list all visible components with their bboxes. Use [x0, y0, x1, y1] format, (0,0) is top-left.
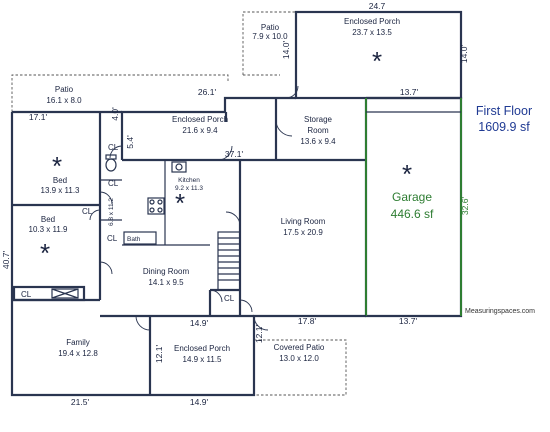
- garage-walls: [364, 96, 463, 318]
- room-size: 23.7 x 13.5: [352, 28, 392, 37]
- fireplace: [12, 285, 86, 302]
- closet-label: CL: [21, 290, 32, 299]
- outdoor-outlines: [11, 11, 347, 396]
- star-icon: *: [402, 159, 412, 189]
- room-name: Garage: [392, 190, 432, 204]
- room-name: Room: [307, 126, 329, 135]
- dimension-label: 40.7': [1, 251, 11, 270]
- photo-markers: * * * * *: [40, 46, 412, 268]
- room-name: Bed: [53, 176, 67, 185]
- room-labels: Enclosed Porch 23.7 x 13.5 Patio 7.9 x 1…: [29, 17, 435, 364]
- kitchen-fixtures: [147, 161, 187, 215]
- room-name: Bath: [127, 236, 141, 243]
- room-name: Bed: [41, 215, 55, 224]
- floor-title: First Floor: [476, 104, 532, 118]
- dimension-label: 26.1': [198, 87, 217, 97]
- star-icon: *: [40, 238, 50, 268]
- room-size: 14.9 x 11.5: [183, 355, 223, 364]
- room-size: 10.3 x 11.9: [29, 225, 69, 234]
- room-size: 21.6 x 9.4: [182, 126, 218, 135]
- closet-labels: CL CL CL CL CL CL: [21, 143, 235, 303]
- room-size: 16.1 x 8.0: [46, 96, 82, 105]
- closet-label: CL: [224, 294, 235, 303]
- dimension-labels: 24.7 14.0' 14.0' 13.7' 26.1' 17.1' 4.0' …: [1, 1, 470, 407]
- room-name: Living Room: [281, 217, 326, 226]
- room-name: Covered Patio: [274, 343, 325, 352]
- room-name: Kitchen: [178, 177, 200, 184]
- star-icon: *: [372, 46, 382, 76]
- room-size: 13.6 x 9.4: [300, 137, 336, 146]
- upper-walls: [12, 96, 366, 162]
- closet-label: CL: [107, 234, 118, 243]
- dimension-label: 14.9': [190, 318, 209, 328]
- room-size: 14.1 x 9.5: [148, 278, 184, 287]
- dimension-label: 14.0': [281, 41, 291, 60]
- room-size: 9.2 x 11.3: [175, 185, 203, 192]
- room-size: 6.8 x 11.2: [108, 198, 115, 226]
- closet-label: CL: [108, 179, 119, 188]
- room-name: Enclosed Porch: [344, 17, 400, 26]
- room-name: Patio: [261, 23, 280, 32]
- room-size: 446.6 sf: [391, 207, 434, 221]
- star-icon: *: [52, 151, 62, 181]
- room-size: 17.5 x 20.9: [283, 228, 323, 237]
- dimension-label: 12.1': [254, 325, 264, 344]
- dimension-label: 37.1': [225, 149, 244, 159]
- dimension-label: 5.4': [125, 135, 135, 149]
- room-size: 19.4 x 12.8: [58, 349, 98, 358]
- dimension-label: 13.7': [399, 316, 418, 326]
- dimension-label: 12.1': [154, 345, 164, 364]
- brand-watermark: Measuringspaces.com: [465, 308, 535, 315]
- dimension-label: 17.1': [29, 112, 48, 122]
- room-name: Patio: [55, 85, 74, 94]
- room-name: Storage: [304, 115, 333, 124]
- dimension-label: 32.6': [460, 197, 470, 216]
- floor-area: 1609.9 sf: [478, 120, 530, 134]
- dimension-label: 17.8': [298, 316, 317, 326]
- door-swings: [89, 85, 299, 331]
- room-size: 13.9 x 11.3: [41, 186, 81, 195]
- dimension-label: 21.5': [71, 397, 90, 407]
- room-size: 13.0 x 12.0: [279, 354, 319, 363]
- bath-fixtures: [105, 154, 157, 245]
- room-name: Dining Room: [143, 267, 190, 276]
- stairs: [217, 231, 241, 291]
- dimension-label: 14.0': [459, 45, 469, 64]
- star-icon: *: [175, 188, 185, 218]
- dimension-label: 13.7': [400, 87, 419, 97]
- dimension-label: 4.0': [110, 107, 120, 121]
- closet-label: CL: [82, 207, 93, 216]
- dimension-label: 24.7: [369, 1, 386, 11]
- dimension-label: 14.9': [190, 397, 209, 407]
- room-name: Family: [66, 338, 90, 347]
- room-name: Enclosed Porch: [174, 344, 230, 353]
- room-size: 7.9 x 10.0: [252, 32, 288, 41]
- room-name: Enclosed Porch: [172, 115, 228, 124]
- closet-label: CL: [108, 143, 119, 152]
